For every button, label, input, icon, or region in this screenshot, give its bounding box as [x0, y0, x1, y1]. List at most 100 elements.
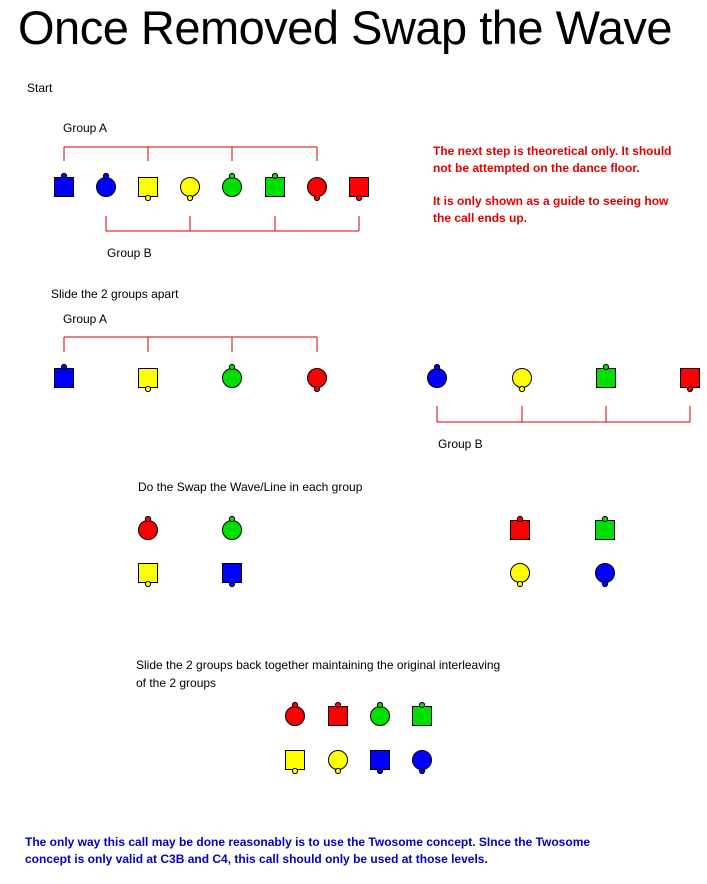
dancers [54, 172, 700, 775]
dancer-body [595, 520, 615, 540]
green-square-dancer [265, 172, 285, 197]
dancer-body [54, 177, 74, 197]
group-a-bracket [63, 336, 318, 352]
swap-label: Do the Swap the Wave/Line in each group [138, 480, 363, 494]
facing-nose [418, 701, 426, 709]
facing-nose [516, 580, 524, 588]
dancer-body [427, 368, 447, 388]
yellow-circle-dancer [510, 563, 530, 588]
facing-nose [271, 172, 279, 180]
blue-circle-dancer [96, 172, 116, 197]
facing-nose [60, 172, 68, 180]
facing-nose [60, 363, 68, 371]
group-a-label: Group A [63, 312, 108, 326]
green-circle-dancer [222, 515, 242, 540]
dancer-body [180, 177, 200, 197]
facing-nose [291, 767, 299, 775]
facing-nose [313, 194, 321, 202]
slide-apart-label: Slide the 2 groups apart [51, 287, 179, 301]
guide-note: It is only shown as a guide to seeing ho… [433, 193, 668, 227]
dancer-body [370, 750, 390, 770]
facing-nose [334, 767, 342, 775]
dancer-body [595, 563, 615, 583]
dancer-body [285, 750, 305, 770]
facing-nose [144, 515, 152, 523]
green-circle-dancer [222, 363, 242, 388]
footer-note-line: The only way this call may be done reaso… [25, 835, 591, 849]
blue-square-dancer [54, 172, 74, 197]
facing-nose [601, 580, 609, 588]
red-square-dancer [328, 701, 348, 726]
red-square-dancer [349, 177, 369, 202]
facing-nose [686, 385, 694, 393]
blue-square-dancer [222, 563, 242, 588]
dancer-body [370, 706, 390, 726]
group-b-bracket [436, 406, 691, 423]
dancer-body [349, 177, 369, 197]
guide-note-line: the call ends up. [433, 211, 528, 225]
facing-nose [291, 701, 299, 709]
dancer-body [510, 563, 530, 583]
dancer-body [138, 177, 158, 197]
red-circle-dancer [307, 368, 327, 393]
facing-nose [313, 385, 321, 393]
theoretical-note-line: not be attempted on the dance floor. [433, 161, 640, 175]
red-square-dancer [680, 368, 700, 393]
yellow-square-dancer [138, 368, 158, 393]
facing-nose [516, 515, 524, 523]
group-b-bracket [105, 216, 360, 232]
blue-circle-dancer [427, 363, 447, 388]
facing-nose [433, 363, 441, 371]
facing-nose [418, 767, 426, 775]
facing-nose [376, 767, 384, 775]
yellow-square-dancer [138, 563, 158, 588]
green-square-dancer [595, 515, 615, 540]
dancer-body [328, 706, 348, 726]
dancer-body [412, 706, 432, 726]
red-circle-dancer [307, 177, 327, 202]
facing-nose [102, 172, 110, 180]
guide-note-line: It is only shown as a guide to seeing ho… [433, 194, 669, 208]
dancer-body [285, 706, 305, 726]
group-b-label: Group B [438, 437, 483, 451]
slide-back-label-line1: Slide the 2 groups back together maintai… [136, 658, 501, 672]
blue-circle-dancer [595, 563, 615, 588]
page-title: Once Removed Swap the Wave [18, 1, 673, 54]
facing-nose [518, 385, 526, 393]
footer-note-line: concept is only valid at C3B and C4, thi… [25, 852, 488, 866]
dancer-body [222, 520, 242, 540]
theoretical-note-line: The next step is theoretical only. It sh… [433, 144, 672, 158]
group-brackets [63, 146, 691, 423]
facing-nose [144, 385, 152, 393]
theoretical-note: The next step is theoretical only. It sh… [433, 143, 671, 177]
start-label: Start [27, 81, 53, 95]
facing-nose [376, 701, 384, 709]
dancer-body [222, 563, 242, 583]
facing-nose [228, 580, 236, 588]
dancer-body [412, 750, 432, 770]
facing-nose [602, 363, 610, 371]
dancer-body [54, 368, 74, 388]
dancer-body [138, 520, 158, 540]
dancer-body [222, 177, 242, 197]
dancer-body [512, 368, 532, 388]
green-circle-dancer [222, 172, 242, 197]
dancer-body [96, 177, 116, 197]
blue-square-dancer [370, 750, 390, 775]
dancer-body [510, 520, 530, 540]
facing-nose [144, 580, 152, 588]
facing-nose [334, 701, 342, 709]
dancer-body [307, 368, 327, 388]
red-circle-dancer [285, 701, 305, 726]
yellow-square-dancer [285, 750, 305, 775]
facing-nose [355, 194, 363, 202]
footer-note: The only way this call may be done reaso… [25, 834, 590, 868]
green-circle-dancer [370, 701, 390, 726]
group-b-label: Group B [107, 246, 152, 260]
blue-circle-dancer [412, 750, 432, 775]
yellow-circle-dancer [328, 750, 348, 775]
group-a-label: Group A [63, 121, 108, 135]
dancer-body [596, 368, 616, 388]
dancer-body [307, 177, 327, 197]
